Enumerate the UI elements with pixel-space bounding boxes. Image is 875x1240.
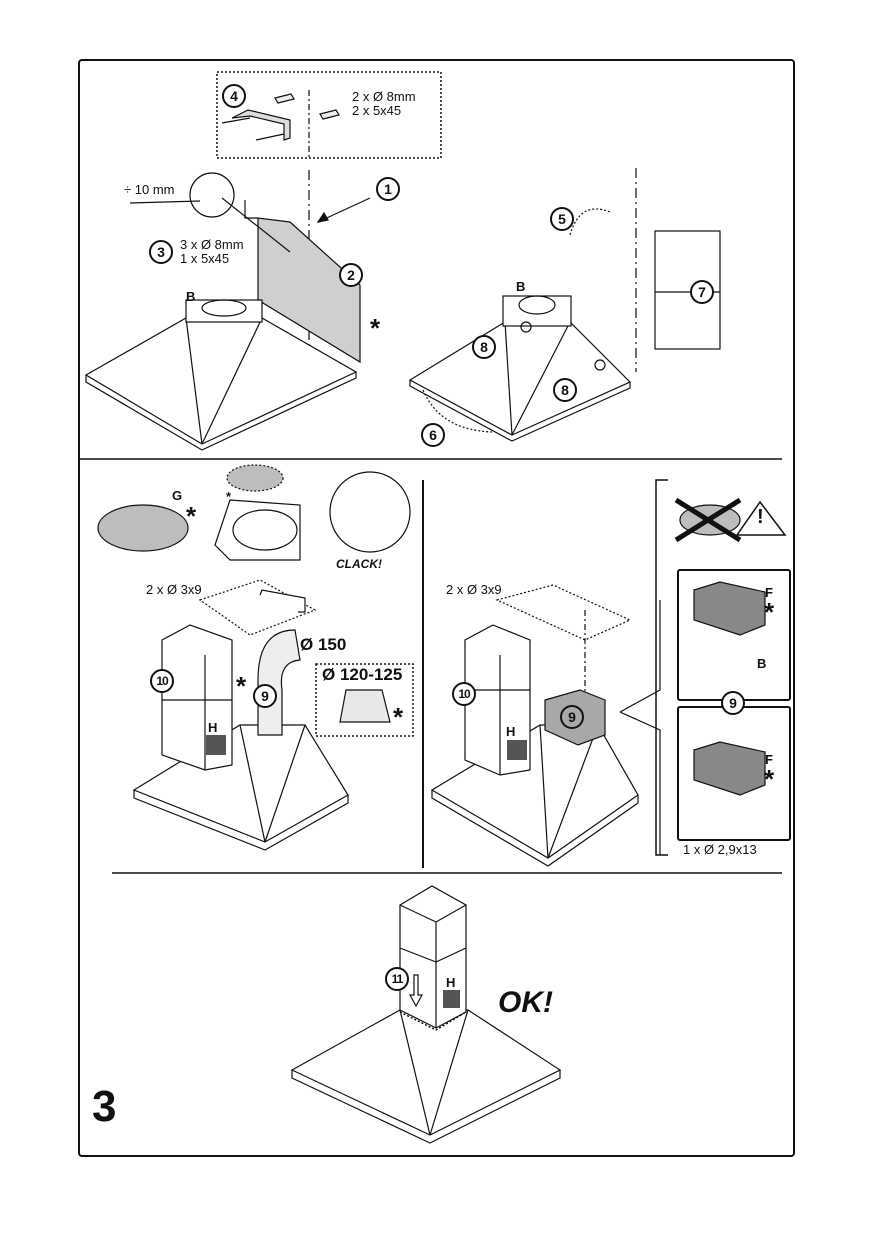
chimney-1 xyxy=(161,624,233,771)
part-b-label-detail: B xyxy=(757,656,767,671)
warning-exclamation-icon: ! xyxy=(757,506,764,528)
clack-label: CLACK! xyxy=(336,557,382,571)
step-9-marker-recirc: 9 xyxy=(560,705,584,729)
keyhole-detail-box xyxy=(654,230,721,350)
warning-triangle-icon xyxy=(735,500,787,536)
step-4-marker: 4 xyxy=(222,84,246,108)
flexible-duct xyxy=(257,629,301,736)
step-3-marker: 3 xyxy=(149,240,173,264)
step-1-marker: 1 xyxy=(376,177,400,201)
part-b-label-2: B xyxy=(516,279,526,294)
step-10-marker-recirc: 10 xyxy=(452,682,476,706)
step4-spec-line-2: 2 x 5x45 xyxy=(352,103,402,118)
part-g-label: G xyxy=(172,488,183,503)
hood-body-2 xyxy=(408,321,632,436)
filter-f-asterisk-top: * xyxy=(764,597,775,627)
hood-body-5 xyxy=(290,1009,562,1136)
part-f-label-top: F xyxy=(765,585,773,600)
step-9-detail-marker: 9 xyxy=(721,691,745,715)
step-6-marker: 6 xyxy=(421,423,445,447)
step3-spec-line-2: 1 x 5x45 xyxy=(180,251,230,266)
filter-f-asterisk-bottom: * xyxy=(764,764,775,794)
step-5-marker: 5 xyxy=(550,207,574,231)
small-asterisk: * xyxy=(226,489,232,504)
part-h-label: H xyxy=(208,720,218,735)
page-frame xyxy=(78,59,795,1157)
step-8-marker-a: 8 xyxy=(472,335,496,359)
hood-body-1 xyxy=(84,317,358,445)
distance-callout: ÷ 10 mm xyxy=(124,182,175,197)
chimney-asterisk: * xyxy=(236,671,247,701)
step4-detail-box xyxy=(216,71,442,159)
screw-spec-recirc: 1 x Ø 2,9x13 xyxy=(683,842,757,857)
chimney-2 xyxy=(464,624,531,776)
step3-spec-line-1: 3 x Ø 8mm xyxy=(180,237,244,252)
part-h-label-recirc: H xyxy=(506,724,516,739)
step-8-marker-b: 8 xyxy=(553,378,577,402)
optional-asterisk: * xyxy=(370,313,381,343)
adapter-diameter-label: Ø 120-125 xyxy=(322,665,403,684)
step-10-marker: 10 xyxy=(150,669,174,693)
filter-asterisk: * xyxy=(186,501,197,531)
duct-diameter-label: Ø 150 xyxy=(300,635,347,654)
hood-body-4 xyxy=(430,724,639,859)
adapter-asterisk: * xyxy=(393,702,404,732)
part-h-label-final: H xyxy=(446,975,456,990)
step4-spec-line-1: 2 x Ø 8mm xyxy=(352,89,416,104)
step-2-marker: 2 xyxy=(339,263,363,287)
ok-label: OK! xyxy=(498,986,553,1019)
page-number: 3 xyxy=(92,1082,117,1131)
screws-spec-ducted: 2 x Ø 3x9 xyxy=(146,582,202,597)
step-9-marker: 9 xyxy=(253,684,277,708)
step-11-marker: 11 xyxy=(385,967,409,991)
grease-filter-disc xyxy=(97,504,189,552)
step-7-marker: 7 xyxy=(690,280,714,304)
screws-spec-recirc: 2 x Ø 3x9 xyxy=(446,582,502,597)
part-b-label: B xyxy=(186,289,196,304)
drilling-template xyxy=(257,217,361,364)
part-f-label-bottom: F xyxy=(765,752,773,767)
